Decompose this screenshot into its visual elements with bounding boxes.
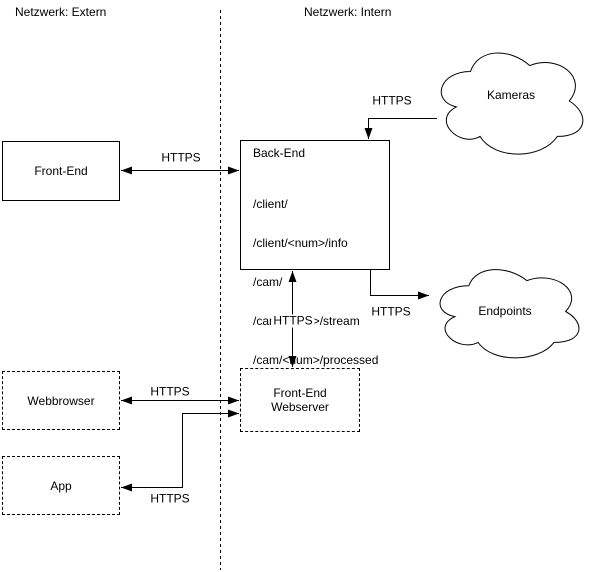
node-webserver-label-line1: Front-End	[273, 386, 327, 400]
node-backend: Back-End /client/ /client/<num>/info /ca…	[240, 140, 390, 406]
node-backend-title: Back-End	[253, 146, 306, 160]
kameras-cloud	[440, 52, 584, 155]
edge-label-webbrowser-webserver: HTTPS	[148, 384, 192, 399]
edge-label-app-webserver: HTTPS	[148, 491, 192, 506]
zone-label-extern: Netzwerk: Extern	[15, 5, 107, 19]
node-webserver-label: Front-End Webserver	[271, 386, 329, 414]
node-frontend-label: Front-End	[34, 164, 88, 178]
edge-label-backend-endpoints: HTTPS	[369, 304, 413, 319]
edge-label-frontend-backend: HTTPS	[159, 150, 203, 165]
node-app-label: App	[50, 478, 72, 493]
zone-label-intern: Netzwerk: Intern	[304, 5, 392, 19]
node-webserver-label-line2: Webserver	[271, 400, 329, 414]
backend-route: /cam/<num>/processed	[253, 353, 379, 367]
edge-app-webserver	[121, 409, 239, 492]
node-app: App	[2, 456, 120, 515]
backend-route: /cam/	[253, 275, 283, 289]
node-frontend: Front-End	[2, 141, 120, 201]
edge-kameras-backend	[364, 118, 437, 139]
kameras-cloud-label: Kameras	[486, 88, 536, 102]
backend-route: /client/	[253, 197, 288, 211]
edge-label-kameras-backend: HTTPS	[370, 93, 414, 108]
backend-route: /client/<num>/info	[253, 236, 348, 250]
node-webbrowser-label: Webbrowser	[27, 393, 95, 408]
edge-label-backend-webserver: HTTPS	[271, 313, 315, 328]
node-webbrowser: Webbrowser	[2, 371, 120, 430]
node-webserver: Front-End Webserver	[240, 368, 360, 432]
endpoints-cloud-label: Endpoints	[478, 304, 532, 318]
